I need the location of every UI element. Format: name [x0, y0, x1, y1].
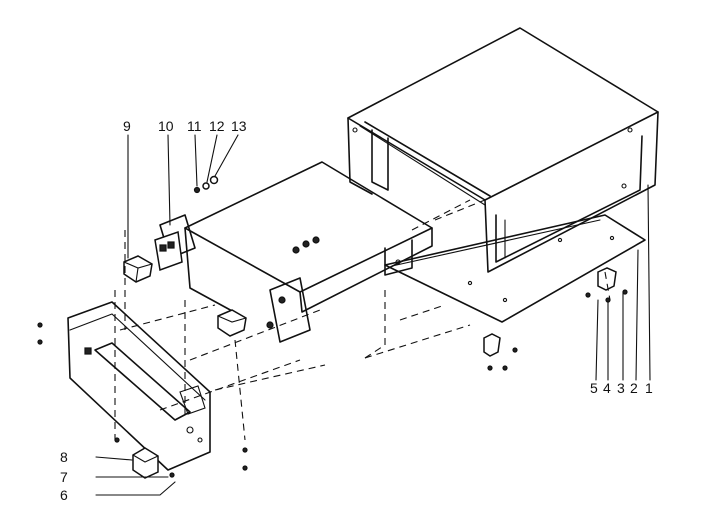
label-12: 12 — [209, 118, 225, 134]
label-11: 11 — [187, 118, 202, 134]
label-8: 8 — [60, 449, 68, 465]
label-7: 7 — [60, 469, 68, 485]
label-9: 9 — [123, 118, 131, 134]
label-2: 2 — [630, 380, 638, 396]
loose-screws — [37, 289, 628, 478]
label-10: 10 — [158, 118, 174, 134]
label-4: 4 — [603, 380, 611, 396]
center-bracket — [217, 277, 311, 343]
label-1: 1 — [645, 380, 653, 396]
base-plate — [384, 214, 646, 323]
label-3: 3 — [617, 380, 625, 396]
knob-9 — [123, 255, 153, 283]
knob-8 — [132, 447, 159, 479]
leader-lines — [95, 134, 651, 496]
part-labels: 9 10 11 12 13 5 4 3 2 1 8 7 6 — [60, 118, 653, 503]
cabinet-cover — [347, 27, 659, 273]
main-chassis — [184, 161, 433, 319]
screws-11-13 — [193, 175, 219, 194]
bracket-10 — [154, 214, 196, 272]
alignment-lines — [114, 199, 611, 441]
foot-right — [597, 267, 617, 291]
label-6: 6 — [60, 487, 68, 503]
foot-left — [483, 333, 501, 357]
label-13: 13 — [231, 118, 247, 134]
front-panel — [67, 301, 211, 471]
label-5: 5 — [590, 380, 598, 396]
